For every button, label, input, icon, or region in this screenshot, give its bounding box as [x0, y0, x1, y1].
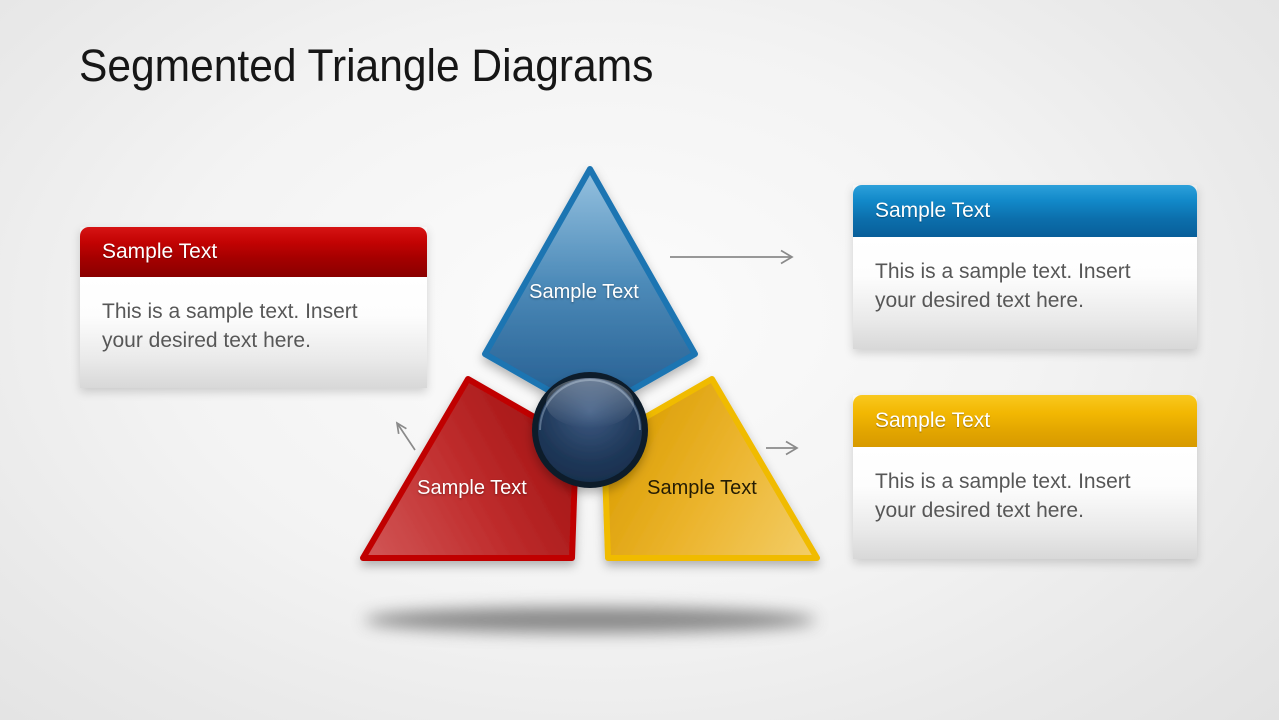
callout-left: Sample Text This is a sample text. Inser…: [80, 227, 427, 388]
floor-shadow: [364, 607, 816, 633]
callout-top-right-header: Sample Text: [853, 185, 1197, 237]
callout-left-title: Sample Text: [102, 240, 218, 263]
callout-top-right-title: Sample Text: [875, 199, 991, 222]
callout-top-right-body: This is a sample text. Insert your desir…: [853, 237, 1197, 349]
connector-arrow-right-bottom-icon: [766, 440, 799, 456]
page-title: Segmented Triangle Diagrams: [79, 40, 654, 91]
hub-circle: [532, 372, 648, 488]
callout-bottom-right-header: Sample Text: [853, 395, 1197, 447]
callout-left-header: Sample Text: [80, 227, 427, 277]
callout-bottom-right-title: Sample Text: [875, 409, 991, 432]
callout-left-body: This is a sample text. Insert your desir…: [80, 277, 427, 388]
connector-arrow-up-left-icon: [395, 421, 416, 451]
callout-top-right: Sample Text This is a sample text. Inser…: [853, 185, 1197, 349]
callout-bottom-right: Sample Text This is a sample text. Inser…: [853, 395, 1197, 559]
connector-arrow-right-top-icon: [670, 249, 794, 265]
callout-bottom-right-body: This is a sample text. Insert your desir…: [853, 447, 1197, 559]
